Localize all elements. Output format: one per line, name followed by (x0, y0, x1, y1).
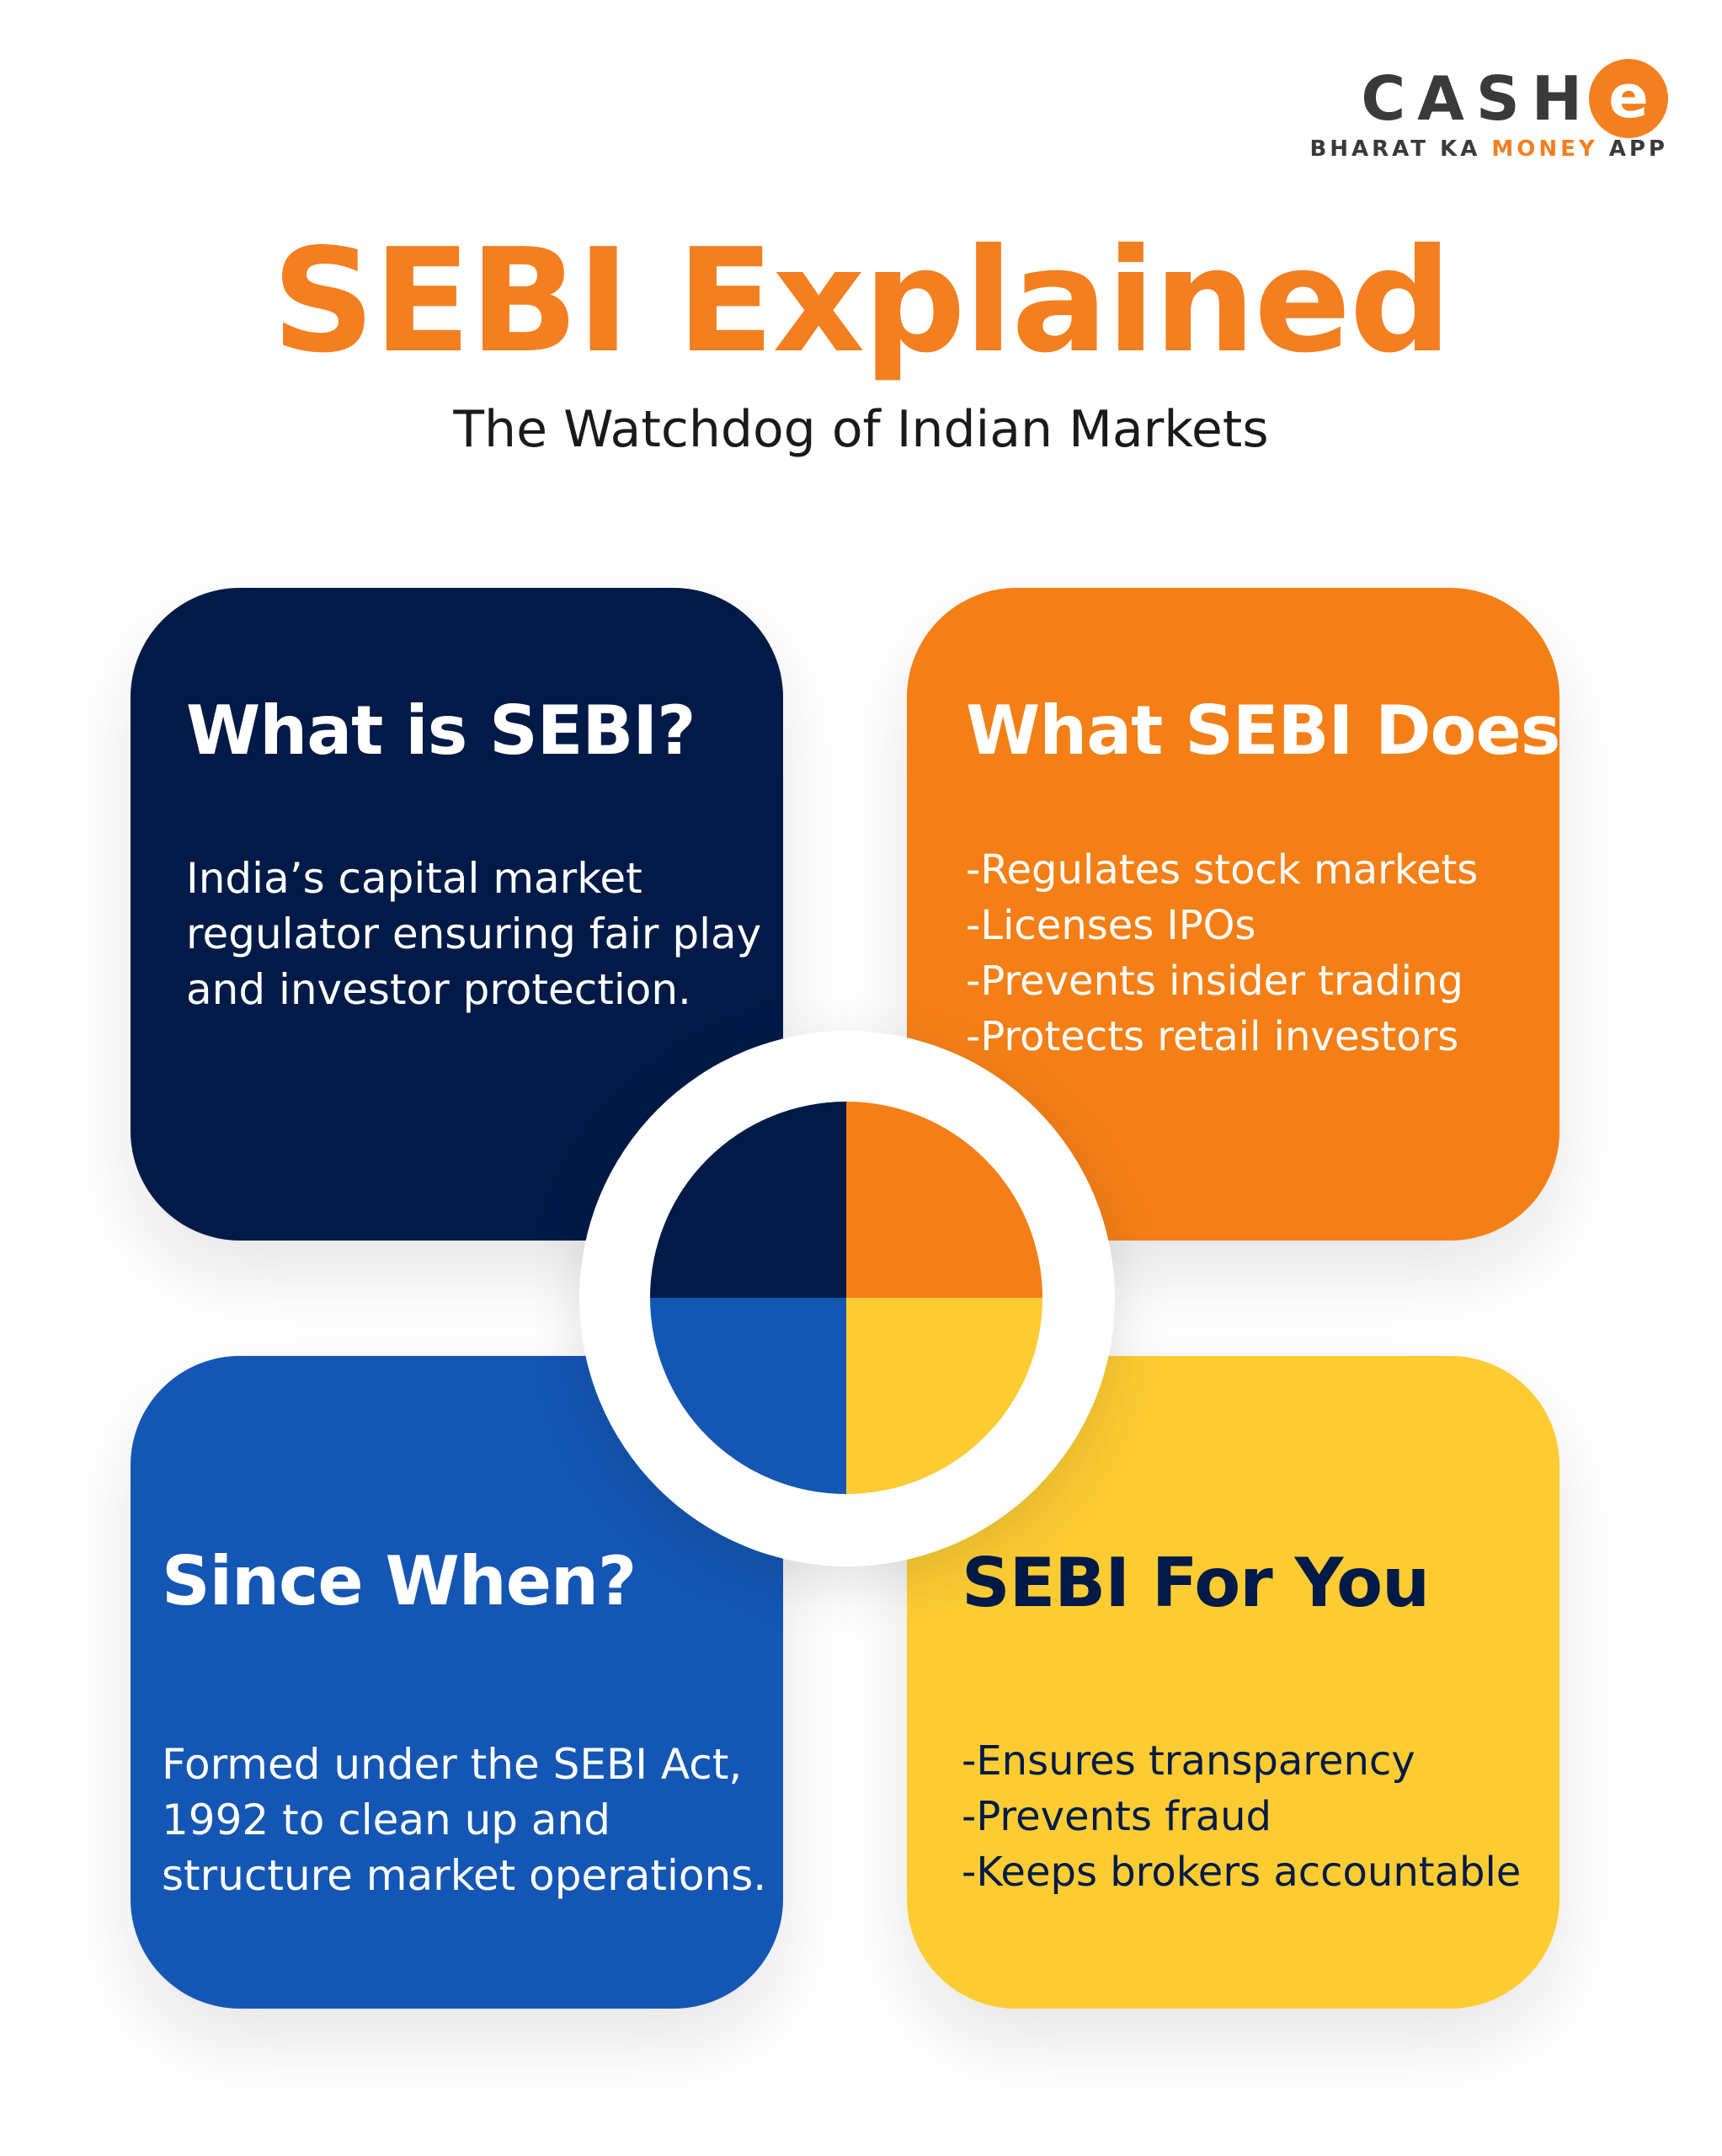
cashe-logo: CASH e BHARAT KA MONEY APP (1309, 52, 1668, 170)
list-item: -Ensures transparency (962, 1737, 1415, 1785)
card-body: India’s capital market regulator ensurin… (186, 854, 762, 1014)
logo-tagline-post: APP (1597, 136, 1668, 162)
card-list: -Regulates stock markets -Licenses IPOs … (966, 842, 1478, 1065)
list-item: -Protects retail investors (966, 1013, 1459, 1060)
card-title: SEBI For You (962, 1544, 1430, 1622)
logo-e-circle-icon: e (1589, 59, 1668, 138)
list-item: -Prevents fraud (962, 1793, 1272, 1840)
card-body: Formed under the SEBI Act, 1992 to clean… (162, 1740, 767, 1900)
card-list: -Ensures transparency -Prevents fraud -K… (962, 1733, 1521, 1900)
card-title: What SEBI Does (966, 691, 1560, 770)
list-item: -Keeps brokers accountable (962, 1849, 1522, 1896)
list-item: -Prevents insider trading (966, 958, 1463, 1005)
logo-tagline-pre: BHARAT KA (1309, 136, 1492, 162)
pie-quadrant-yellow (846, 1298, 1042, 1494)
card-title: What is SEBI? (186, 691, 696, 770)
pie-quadrant-navy (650, 1102, 846, 1298)
page-subtitle: The Watchdog of Indian Markets (453, 400, 1269, 459)
center-quadrant-pie-icon (650, 1102, 1042, 1494)
card-title: Since When? (162, 1542, 637, 1620)
pie-quadrant-orange (846, 1102, 1042, 1298)
logo-wordmark: CASH (1361, 63, 1594, 134)
card-what-sebi-does: What SEBI Does -Regulates stock markets … (907, 588, 1560, 1241)
logo-tagline-highlight: MONEY (1491, 136, 1598, 162)
list-item: -Regulates stock markets (966, 846, 1479, 894)
list-item: -Licenses IPOs (966, 902, 1256, 949)
card-what-is-sebi: What is SEBI? India’s capital market reg… (131, 588, 783, 1241)
page-title: SEBI Explained (271, 218, 1452, 385)
pie-quadrant-blue (650, 1298, 846, 1494)
card-since-when: Since When? Formed under the SEBI Act, 1… (131, 1356, 783, 2009)
logo-tagline: BHARAT KA MONEY APP (1309, 136, 1668, 162)
